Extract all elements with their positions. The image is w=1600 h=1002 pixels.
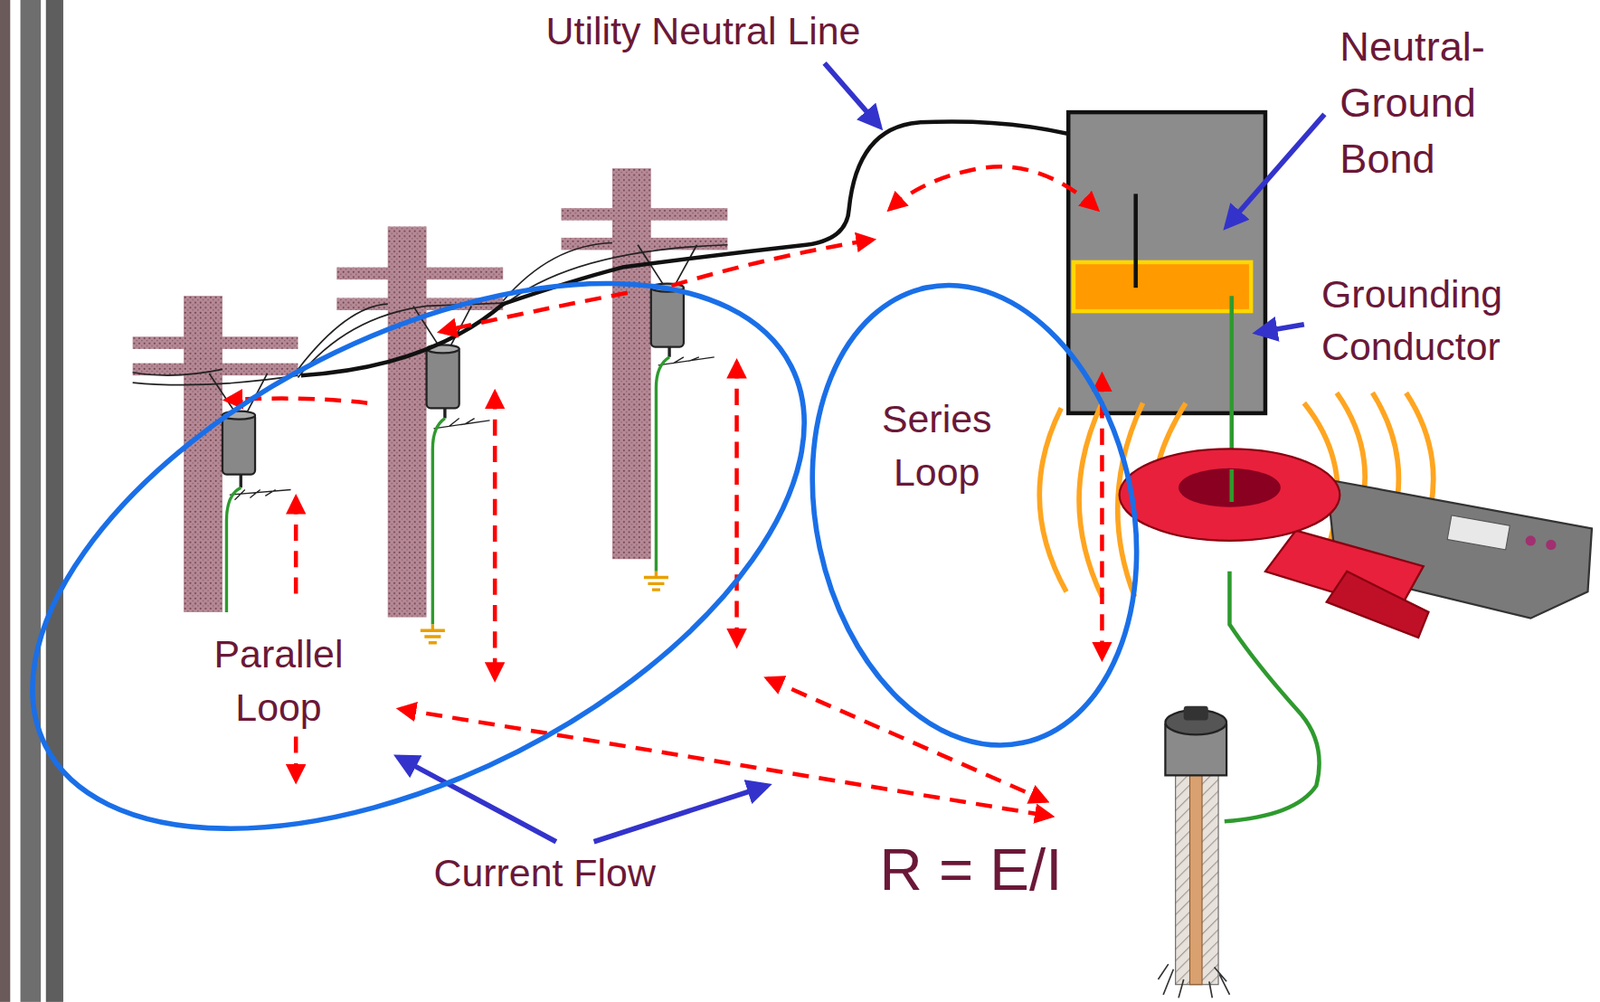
service-panel (1068, 112, 1266, 414)
formula-label: R = E/I (879, 828, 1062, 910)
loop-label: Parallel Loop (191, 627, 366, 734)
loop-outline (805, 275, 1143, 756)
conductor-label: Grounding Conductor (1321, 267, 1590, 374)
loop-label: Series Loop (854, 392, 1019, 499)
transformers (222, 284, 715, 501)
border-stripes (0, 0, 64, 1002)
grounding-conductor-lower (1224, 571, 1320, 822)
ground-rod (1157, 706, 1230, 999)
clamp-meter (1119, 448, 1592, 638)
pole-ground-wires (226, 357, 670, 625)
neutral-line-label: Utility Neutral Line (546, 4, 862, 58)
parallel-loop: Parallel Loop (5, 285, 833, 837)
utility-neutral-line (301, 121, 1137, 376)
current-arrows (226, 166, 1102, 816)
loop-ellipse (0, 170, 891, 942)
bond-label: Neutral-Ground Bond (1339, 18, 1549, 186)
utility-poles (132, 168, 729, 617)
loop-outline (5, 285, 833, 837)
loop-ellipse (771, 255, 1178, 777)
current-flow-label: Current Flow (433, 846, 655, 900)
ground-symbols (420, 571, 669, 644)
leader-arrows (397, 63, 1325, 843)
grounding-conductor (1229, 295, 1234, 502)
series-loop: Series Loop (805, 275, 1143, 756)
overhead-wires (132, 243, 729, 417)
